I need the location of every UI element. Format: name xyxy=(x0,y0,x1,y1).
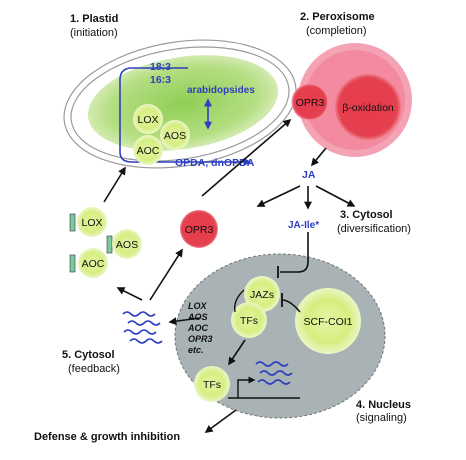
target-aoc: AOC xyxy=(187,323,209,333)
tfs-bound-label: TFs xyxy=(203,379,221,391)
biosynthesis-arrow xyxy=(119,67,252,166)
transcription-start-arrow xyxy=(237,376,256,398)
output-arrow xyxy=(204,409,237,433)
feedback-aoc-label: AOC xyxy=(82,258,105,270)
scf-coi1-label: SCF-COI1 xyxy=(303,316,352,328)
target-opr3: OPR3 xyxy=(188,334,213,344)
cytosol-opr3-label: OPR3 xyxy=(185,224,214,236)
ja-label: JA xyxy=(302,169,316,181)
peroxisome-opr3-label: OPR3 xyxy=(296,97,325,109)
targets-to-mrna-arrow xyxy=(168,317,201,326)
cytosol-div-title: 3. Cytosol xyxy=(340,209,393,221)
feedback-lox-node xyxy=(77,207,107,237)
plastid-aoc-label: AOC xyxy=(137,145,160,157)
mrna-to-opr3-arrow xyxy=(149,248,183,301)
cytosol-to-peroxisome-arrow xyxy=(201,118,292,197)
jazs-label: JAZs xyxy=(250,289,274,301)
tfs-activation-arrow xyxy=(228,339,246,366)
feedback-lox-label: LOX xyxy=(81,217,102,229)
target-lox: LOX xyxy=(188,301,207,311)
nuclear-mrna xyxy=(255,361,293,385)
plastid-subtitle: (initiation) xyxy=(70,27,118,39)
mrna-to-enzymes-arrow xyxy=(116,287,143,301)
plastid-aoc-node xyxy=(133,135,163,165)
opda-products-label: OPDA, dnOPDA xyxy=(175,157,255,169)
feedback-aos-label: AOS xyxy=(116,239,138,251)
ja-ile-to-scf-arrow xyxy=(280,232,309,273)
peroxisome-subtitle: (completion) xyxy=(306,25,367,37)
cytosol-div-subtitle: (diversification) xyxy=(337,223,411,235)
cytosol-fb-title: 5. Cytosol xyxy=(62,349,115,361)
plastid-title: 1. Plastid xyxy=(70,13,118,25)
feedback-aos-node xyxy=(112,229,142,259)
plastid-aos-label: AOS xyxy=(164,130,186,142)
plastid-aos-node xyxy=(160,120,190,150)
cytosolic-mrna xyxy=(122,311,163,344)
feedback-aoc-node xyxy=(78,248,108,278)
arabidopsides-label: arabidopsides xyxy=(187,85,255,96)
ja-to-diversification-arrow xyxy=(315,185,356,207)
tfs-complex-node xyxy=(231,302,267,338)
target-aos: AOS xyxy=(187,312,208,322)
cytosol-opr3-node xyxy=(180,210,218,248)
beta-oxidation-node xyxy=(335,74,401,140)
target-etc: etc. xyxy=(188,345,204,355)
tfs-bound-node xyxy=(194,366,230,402)
fatty-acid-18-3: 18:3 xyxy=(150,61,171,73)
cytosol-fb-subtitle: (feedback) xyxy=(68,363,120,375)
feedback-to-plastid-arrow xyxy=(103,166,126,203)
plastid-lox-label: LOX xyxy=(137,114,158,126)
ja-to-opr3-arrow xyxy=(256,185,301,207)
beta-oxidation-label: β-oxidation xyxy=(342,102,394,114)
nucleus-title: 4. Nucleus xyxy=(356,399,411,411)
peroxisome-opr3-node xyxy=(291,83,329,121)
scf-coi1-node xyxy=(295,288,361,354)
outcome-label: Defense & growth inhibition xyxy=(34,431,180,443)
peroxisome-to-ja-arrow xyxy=(310,147,327,167)
tfs-complex-label: TFs xyxy=(240,315,258,327)
plastid-lox-node xyxy=(133,104,163,134)
nucleus-subtitle: (signaling) xyxy=(356,412,407,424)
fatty-acid-16-3: 16:3 xyxy=(150,74,171,86)
peroxisome-title: 2. Peroxisome xyxy=(300,11,375,23)
ja-ile-label: JA-Ile* xyxy=(288,220,319,231)
